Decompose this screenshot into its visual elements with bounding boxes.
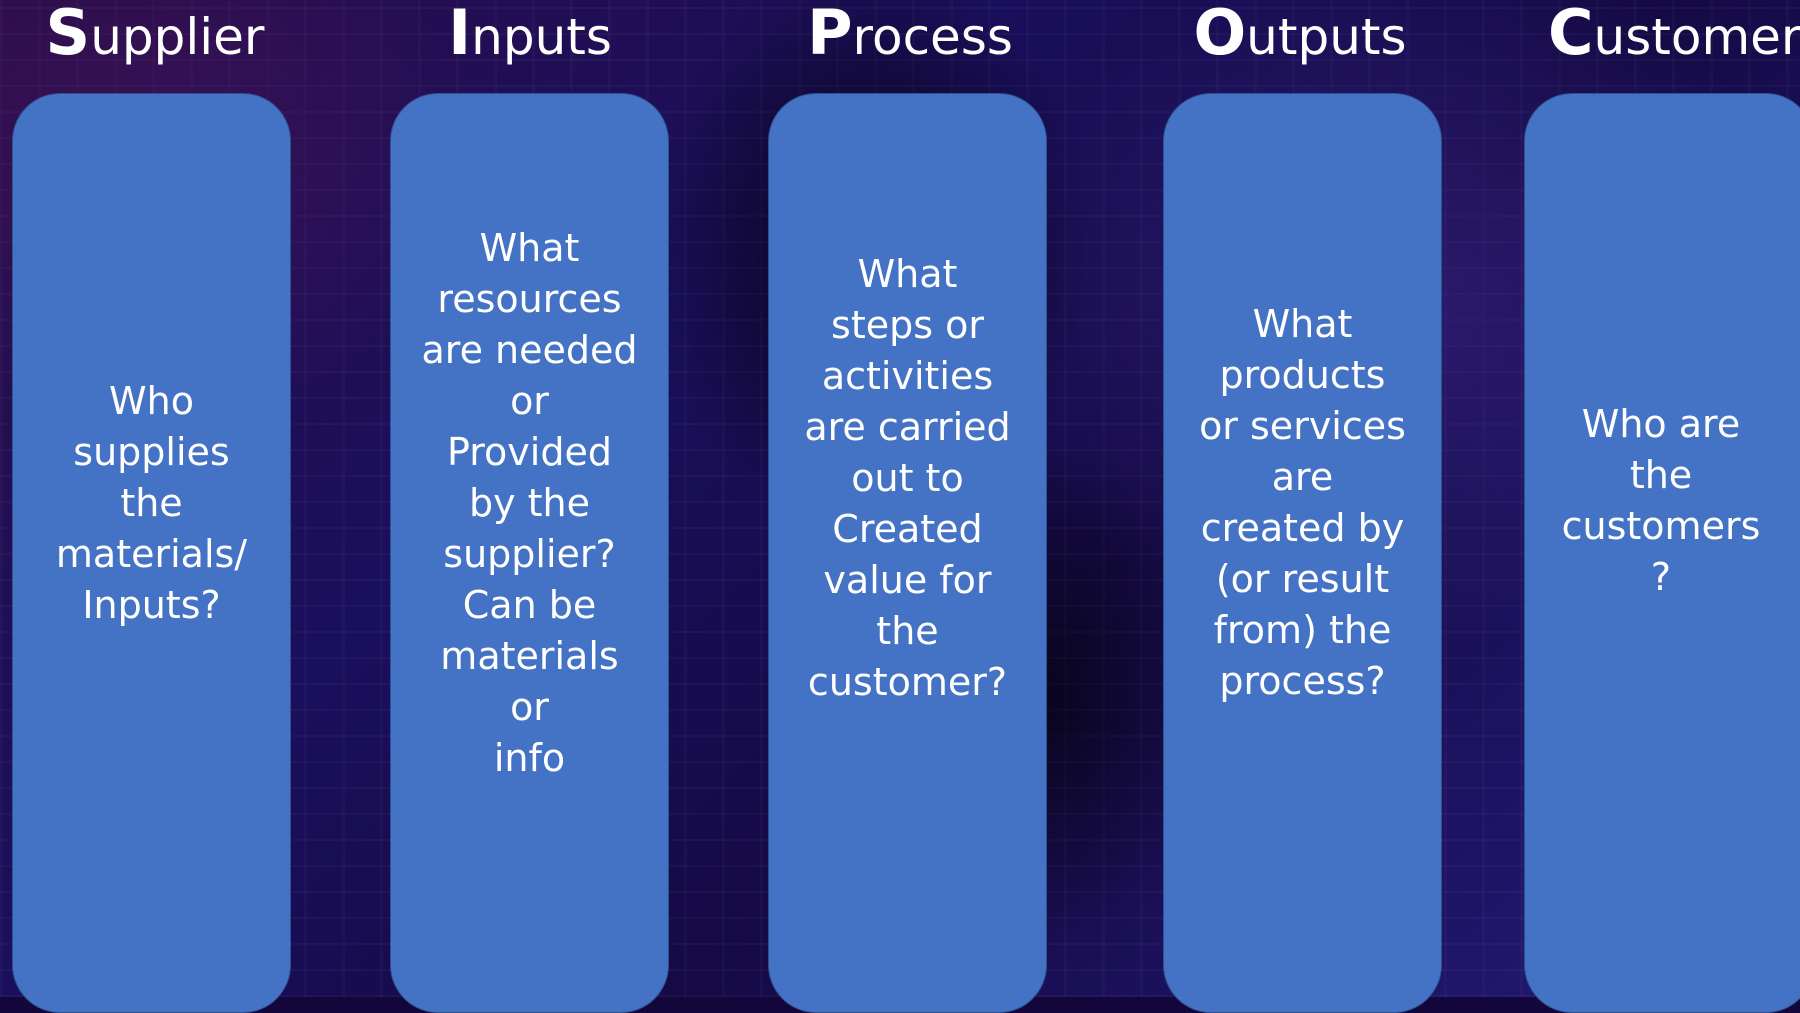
heading-process: Process xyxy=(790,0,1030,70)
heading-rest: ustomers xyxy=(1593,8,1800,66)
panel-customers: Who are the customers ? xyxy=(1524,93,1800,1013)
heading-initial: I xyxy=(448,0,472,69)
panel-supplier: Who supplies the materials/ Inputs? xyxy=(12,93,291,1013)
heading-initial: O xyxy=(1193,0,1247,69)
heading-rest: nputs xyxy=(471,8,612,66)
heading-initial: C xyxy=(1548,0,1594,69)
heading-customers: Customers xyxy=(1548,0,1800,70)
panel-text-customers: Who are the customers ? xyxy=(1561,402,1761,599)
panel-text-inputs: What resources are needed or Provided by… xyxy=(421,225,638,780)
panel-inputs: What resources are needed or Provided by… xyxy=(390,93,669,1013)
heading-supplier: Supplier xyxy=(40,0,270,70)
heading-inputs: Inputs xyxy=(415,0,645,70)
panel-outputs: What products or services are created by… xyxy=(1163,93,1442,1013)
heading-rest: utputs xyxy=(1246,8,1407,66)
heading-initial: S xyxy=(45,0,91,69)
panel-text-supplier: Who supplies the materials/ Inputs? xyxy=(55,378,248,627)
panel-text-process: What steps or activities are carried out… xyxy=(804,251,1011,704)
heading-initial: P xyxy=(807,0,853,69)
heading-rest: upplier xyxy=(90,8,265,66)
heading-rest: rocess xyxy=(852,8,1013,66)
panel-process: What steps or activities are carried out… xyxy=(768,93,1047,1013)
panel-text-outputs: What products or services are created by… xyxy=(1199,302,1406,703)
heading-outputs: Outputs xyxy=(1180,0,1420,70)
